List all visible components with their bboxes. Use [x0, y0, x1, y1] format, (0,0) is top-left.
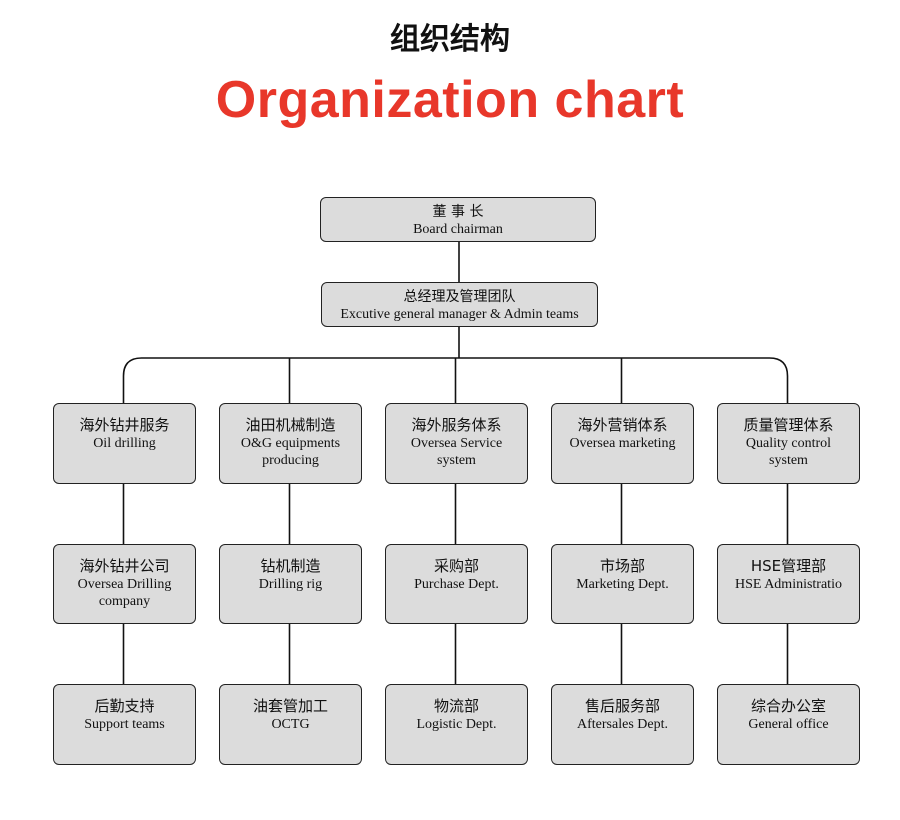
- node-label-cn: 海外服务体系: [411, 416, 502, 434]
- node-label-en: HSE Administratio: [735, 577, 842, 592]
- node-department: 海外钻井公司 Oversea Drilling company: [53, 544, 196, 624]
- node-label-en: Drilling rig: [258, 577, 323, 592]
- node-division-head: 海外服务体系 Oversea Service system: [385, 403, 528, 484]
- node-division-head: 质量管理体系 Quality control system: [717, 403, 860, 484]
- node-division-head: 海外钻井服务 Oil drilling: [53, 403, 196, 484]
- node-label-cn: 物流部: [433, 697, 479, 715]
- node-sub-department: 油套管加工 OCTG: [219, 684, 362, 765]
- node-department: HSE管理部 HSE Administratio: [717, 544, 860, 624]
- node-label-en: Oil drilling: [93, 436, 156, 451]
- node-label-cn: 总经理及管理团队: [403, 289, 516, 305]
- node-label-cn: 海外钻井服务: [79, 416, 170, 434]
- node-label-en: O&G equipments producing: [240, 436, 341, 468]
- chart-title-chinese: 组织结构: [390, 22, 510, 57]
- node-sub-department: 售后服务部 Aftersales Dept.: [551, 684, 694, 765]
- node-label-cn: 海外营销体系: [577, 416, 668, 434]
- node-label-en: Aftersales Dept.: [577, 717, 668, 732]
- node-label-en: Marketing Dept.: [576, 577, 669, 592]
- node-division-head: 海外营销体系 Oversea marketing: [551, 403, 694, 484]
- node-sub-department: 综合办公室 General office: [717, 684, 860, 765]
- node-label-cn: 后勤支持: [94, 697, 155, 715]
- node-department: 钻机制造 Drilling rig: [219, 544, 362, 624]
- node-label-cn: 售后服务部: [584, 697, 660, 715]
- chart-title-english: Organization chart: [215, 71, 685, 129]
- node-label-en: Board chairman: [413, 222, 503, 237]
- node-label-cn: 油套管加工: [252, 697, 328, 715]
- node-label-en: Oversea Service system: [410, 436, 503, 468]
- node-board-chairman: 董 事 长 Board chairman: [320, 197, 596, 242]
- node-label-cn: 董 事 长: [432, 204, 484, 220]
- node-label-cn: 海外钻井公司: [79, 557, 170, 575]
- node-label-en: Purchase Dept.: [414, 577, 499, 592]
- node-label-en: Oversea Drilling company: [77, 577, 172, 609]
- node-label-cn: 钻机制造: [260, 557, 321, 575]
- node-label-en: Oversea marketing: [569, 436, 676, 451]
- node-label-cn: HSE管理部: [750, 557, 827, 575]
- node-label-cn: 采购部: [433, 557, 479, 575]
- node-label-cn: 质量管理体系: [743, 416, 834, 434]
- node-label-en: Support teams: [84, 717, 165, 732]
- node-department: 采购部 Purchase Dept.: [385, 544, 528, 624]
- node-label-en: General office: [748, 717, 829, 732]
- node-label-cn: 综合办公室: [750, 697, 826, 715]
- node-label-cn: 油田机械制造: [245, 416, 336, 434]
- node-division-head: 油田机械制造 O&G equipments producing: [219, 403, 362, 484]
- node-label-en: Quality control system: [745, 436, 832, 468]
- node-sub-department: 物流部 Logistic Dept.: [385, 684, 528, 765]
- node-label-en: OCTG: [271, 717, 310, 732]
- node-label-en: Logistic Dept.: [416, 717, 497, 732]
- node-label-en: Excutive general manager & Admin teams: [340, 307, 579, 322]
- node-department: 市场部 Marketing Dept.: [551, 544, 694, 624]
- node-sub-department: 后勤支持 Support teams: [53, 684, 196, 765]
- node-management-team: 总经理及管理团队 Excutive general manager & Admi…: [321, 282, 598, 327]
- node-label-cn: 市场部: [599, 557, 645, 575]
